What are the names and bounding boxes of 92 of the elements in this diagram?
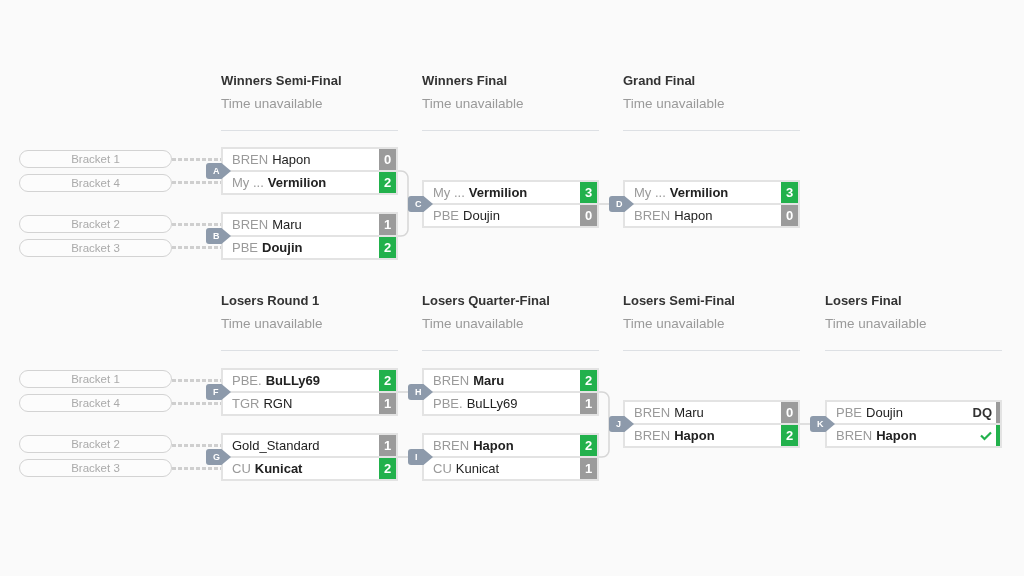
player-name: Maru — [272, 217, 302, 232]
match-score: 0 — [379, 149, 396, 170]
match-score: 0 — [781, 205, 798, 226]
player-name: Gold_Standard — [232, 438, 320, 453]
round-title: Winners Semi-Final — [221, 73, 342, 89]
team-prefix: CU — [232, 461, 251, 476]
bracket-slot: Bracket 2 — [19, 435, 172, 453]
dashed-connector — [172, 181, 221, 184]
match-score: 1 — [580, 393, 597, 414]
team-prefix: BREN — [433, 373, 470, 388]
player-name: Vermilion — [468, 185, 528, 200]
match-score: 1 — [379, 214, 396, 235]
team-prefix: My ... — [232, 175, 264, 190]
round-title: Grand Final — [623, 73, 696, 89]
dashed-connector — [172, 402, 221, 405]
match-score: 3 — [781, 182, 798, 203]
player-name: Vermilion — [669, 185, 729, 200]
round-time: Time unavailable — [623, 316, 725, 332]
connector-line — [397, 203, 409, 237]
match-score: 2 — [379, 237, 396, 258]
dashed-connector — [172, 223, 221, 226]
bracket-slot: Bracket 1 — [19, 150, 172, 168]
round-time: Time unavailable — [221, 96, 323, 112]
match-score: 1 — [580, 458, 597, 479]
bracket-slot: Bracket 3 — [19, 239, 172, 257]
match-score: 2 — [379, 458, 396, 479]
team-prefix: BREN — [634, 405, 671, 420]
dashed-connector — [172, 158, 221, 161]
player-name: Kunicat — [455, 461, 500, 476]
round-time: Time unavailable — [623, 96, 725, 112]
player-name: BuLLy69 — [466, 396, 518, 411]
player-name: Hapon — [674, 208, 713, 223]
check-icon — [978, 425, 1000, 446]
match-score: 2 — [580, 435, 597, 456]
round-time: Time unavailable — [221, 316, 323, 332]
player-name: RGN — [263, 396, 293, 411]
bracket-slot: Bracket 4 — [19, 174, 172, 192]
bracket-slot: Bracket 2 — [19, 215, 172, 233]
connector-line — [598, 423, 610, 458]
team-prefix: BREN — [433, 438, 470, 453]
player-name: Kunicat — [254, 461, 303, 476]
match-score: 3 — [580, 182, 597, 203]
player-name: BuLLy69 — [265, 373, 321, 388]
player-name: Hapon — [876, 428, 917, 443]
round-title: Losers Quarter-Final — [422, 293, 550, 309]
dashed-connector — [172, 467, 221, 470]
team-prefix: BREN — [634, 208, 671, 223]
player-name: Vermilion — [267, 175, 327, 190]
connector-line — [598, 391, 610, 425]
bracket-slot: Bracket 4 — [19, 394, 172, 412]
team-prefix: PBE. — [232, 373, 262, 388]
dashed-connector — [172, 246, 221, 249]
round-time: Time unavailable — [422, 316, 524, 332]
team-prefix: PBE. — [433, 396, 463, 411]
player-name: Maru — [674, 405, 704, 420]
round-title: Losers Final — [825, 293, 902, 309]
match-score: 1 — [379, 435, 396, 456]
player-name: Doujin — [866, 405, 903, 420]
player-name: Hapon — [272, 152, 311, 167]
dashed-connector — [172, 444, 221, 447]
player-name: Hapon — [674, 428, 715, 443]
team-prefix: PBE — [433, 208, 459, 223]
team-prefix: My ... — [433, 185, 465, 200]
team-prefix: PBE — [836, 405, 862, 420]
match-score: 0 — [781, 402, 798, 423]
team-prefix: TGR — [232, 396, 260, 411]
player-name: Doujin — [262, 240, 303, 255]
team-prefix: PBE — [232, 240, 258, 255]
player-name: Maru — [473, 373, 505, 388]
bracket-slot: Bracket 1 — [19, 370, 172, 388]
bracket-slot: Bracket 3 — [19, 459, 172, 477]
round-title: Winners Final — [422, 73, 508, 89]
match-score: 2 — [379, 370, 396, 391]
team-prefix: BREN — [232, 152, 269, 167]
match-score: 2 — [379, 172, 396, 193]
round-title: Losers Semi-Final — [623, 293, 735, 309]
match-score: 2 — [781, 425, 798, 446]
round-time: Time unavailable — [422, 96, 524, 112]
player-name: Hapon — [473, 438, 514, 453]
round-title: Losers Round 1 — [221, 293, 320, 309]
round-time: Time unavailable — [825, 316, 927, 332]
dashed-connector — [172, 379, 221, 382]
team-prefix: My ... — [634, 185, 666, 200]
team-prefix: BREN — [634, 428, 671, 443]
team-prefix: CU — [433, 461, 452, 476]
player-name: Doujin — [463, 208, 500, 223]
team-prefix: BREN — [232, 217, 269, 232]
match-score: 1 — [379, 393, 396, 414]
connector-line — [397, 170, 409, 205]
team-prefix: BREN — [836, 428, 873, 443]
match-score: 2 — [580, 370, 597, 391]
match-score: 0 — [580, 205, 597, 226]
